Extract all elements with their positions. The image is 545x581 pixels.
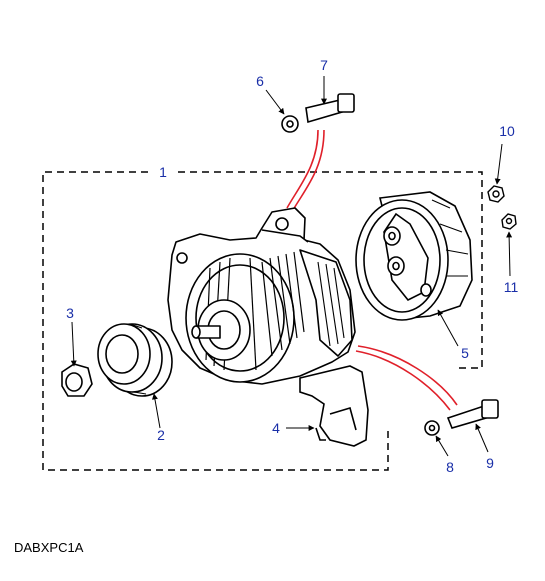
callout-4: 4 xyxy=(272,420,280,436)
callout-10: 10 xyxy=(499,123,515,139)
callout-2: 2 xyxy=(157,427,165,443)
bolt-upper-illustration xyxy=(281,93,355,133)
callout-labels: 1 2 3 4 5 6 7 8 9 10 11 xyxy=(66,57,518,475)
callout-3: 3 xyxy=(66,305,74,321)
regulator-illustration xyxy=(299,365,369,447)
callout-9: 9 xyxy=(486,455,494,471)
small-nuts-illustration xyxy=(487,185,517,230)
nut-illustration xyxy=(61,363,93,397)
callout-7: 7 xyxy=(320,57,328,73)
bolt-lower-illustration xyxy=(424,399,499,436)
callout-1: 1 xyxy=(159,164,167,180)
pulley-illustration xyxy=(97,323,173,397)
rear-cover-illustration xyxy=(355,191,473,321)
alternator-illustration xyxy=(167,207,356,385)
callout-8: 8 xyxy=(446,459,454,475)
callout-5: 5 xyxy=(461,345,469,361)
leader-lines xyxy=(70,76,513,457)
callout-6: 6 xyxy=(256,73,264,89)
callout-11: 11 xyxy=(504,279,519,295)
highlight-curves xyxy=(286,129,458,411)
assembly-boundary xyxy=(42,171,483,471)
diagram-code: DABXPC1A xyxy=(14,540,84,555)
